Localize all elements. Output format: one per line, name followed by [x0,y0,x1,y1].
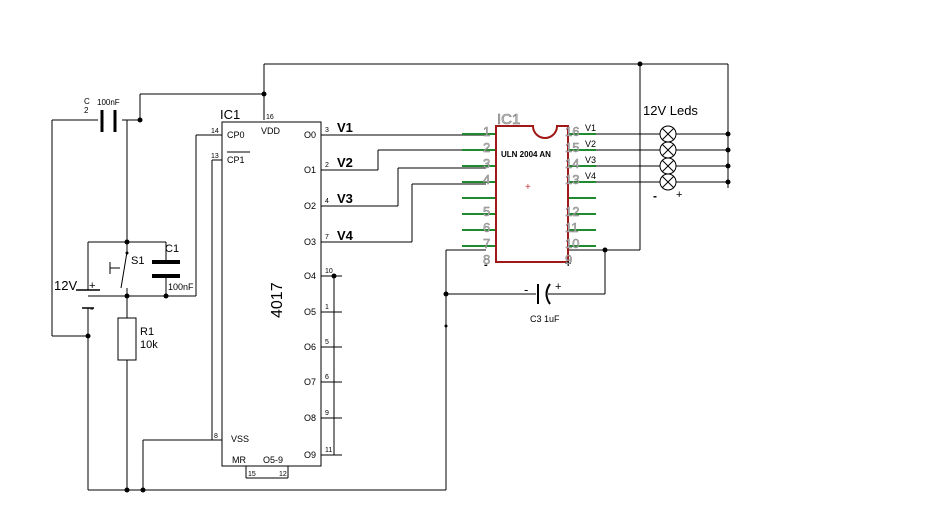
uln-pin-13: 13 [565,172,579,187]
c3-plus: + [555,281,561,293]
switch-s1: S1 [109,242,144,296]
uln-pin-10: 10 [565,236,579,251]
c2-value: 100nF [97,98,120,107]
ic-4017: IC1 4017 16 VDD 14 CP0 13 CP1 8 VSS MR 1… [211,107,354,478]
o0-pin-name: O0 [304,130,316,140]
o59-pin-name: O5-9 [263,455,283,465]
uln-pin-12: 12 [565,204,579,219]
o8-pin-name: O8 [304,413,316,423]
uln-minus: - [484,259,488,271]
o6-pin-name: O6 [304,342,316,352]
battery-minus: - [90,303,94,315]
c3-label: C3 1uF [530,314,560,324]
o9-pin-name: O9 [304,450,316,460]
ic1-part: 4017 [269,282,286,318]
c2-ref-2: 2 [84,106,89,115]
o5-pin-num: 1 [325,304,329,311]
o2-pin-name: O2 [304,201,316,211]
cp1-pin-name: CP1 [227,155,245,165]
o7-pin-num: 6 [325,374,329,381]
o6-pin-num: 5 [325,339,329,346]
o3-pin-name: O3 [304,237,316,247]
uln-center-plus: + [525,182,531,193]
uln-out-v4: V4 [585,171,596,181]
o1-pin-num: 2 [325,162,329,169]
c3-minus: - [524,282,528,297]
vdd-pin-name: VDD [261,126,281,136]
uln-pin-6: 6 [483,220,490,235]
led-1-icon [659,125,677,143]
o3-pin-num: 7 [325,234,329,241]
uln-pin-4: 4 [483,172,490,187]
r1-ref: R1 [140,326,154,338]
cp0-pin-num: 14 [211,128,219,135]
leds-minus: - [653,189,657,203]
net-label-v2: V2 [337,155,353,170]
o7-pin-name: O7 [304,377,316,387]
battery: 12V + - [54,278,100,315]
cp0-pin-name: CP0 [227,130,245,140]
junction-dots [85,61,731,493]
r1-value: 10k [140,339,158,351]
capacitor-c3: - + C3 1uF [524,281,561,324]
uln-plus: + [565,258,571,270]
capacitor-c2: C 2 100nF [84,97,120,132]
net-label-v4: V4 [337,228,354,243]
o8-pin-num: 9 [325,410,329,417]
s1-ref: S1 [131,255,144,267]
uln-pin-11: 11 [565,220,579,235]
uln-pin-5: 5 [483,204,490,219]
uln-pin-9: 9 [565,252,572,267]
battery-voltage: 12V [54,278,77,293]
o9-pin-num: 11 [325,447,332,454]
wires [51,63,729,491]
c1-value: 100nF [168,282,194,292]
leds-label: 12V Leds [643,103,698,118]
c2-ref-1: C [84,97,90,106]
vss-pin-num: 8 [214,433,218,440]
uln-out-v1: V1 [585,123,596,133]
capacitor-c1: C1 100nF [152,243,194,292]
uln-pin-7: 7 [483,236,490,251]
ic-uln2004: IC1 ULN 2004 AN + - + 1 2 3 4 5 6 7 8 16… [462,111,596,271]
leds-plus: + [676,189,682,201]
o1-pin-name: O1 [304,165,316,175]
uln-out-v2: V2 [585,139,596,149]
led-3-icon [659,157,677,175]
vdd-pin-num: 16 [266,114,274,121]
uln-pin-16: 16 [565,124,579,139]
uln-pin-14: 14 [565,156,579,171]
led-array: 12V Leds - + [643,103,698,203]
vss-pin-name: VSS [231,434,249,444]
o0-pin-num: 3 [325,127,329,134]
uln-pin-15: 15 [565,140,579,155]
uln-pin-1: 1 [483,124,490,139]
uln-pin-2: 2 [483,140,490,155]
led-4-icon [659,173,677,191]
uln-label: IC1 [497,111,520,128]
o4-pin-num: 10 [325,268,333,275]
net-label-v1: V1 [337,120,353,135]
uln-pin-3: 3 [483,156,490,171]
c1-ref: C1 [165,243,179,255]
net-label-v3: V3 [337,191,353,206]
mr-pin-num: 15 [248,471,256,478]
cp1-pin-num: 13 [211,153,219,160]
o4-pin-name: O4 [304,271,316,281]
led-2-icon [659,141,677,159]
uln-out-v3: V3 [585,155,596,165]
mr-pin-name: MR [232,455,246,465]
uln-pin-8: 8 [483,252,490,267]
battery-plus: + [89,280,95,292]
resistor-r1: R1 10k [117,317,158,361]
uln-part: ULN 2004 AN [501,150,551,159]
o2-pin-num: 4 [325,198,329,205]
o59-pin-num: 12 [279,471,287,478]
o5-pin-name: O5 [304,307,316,317]
ic1-label: IC1 [220,107,240,122]
